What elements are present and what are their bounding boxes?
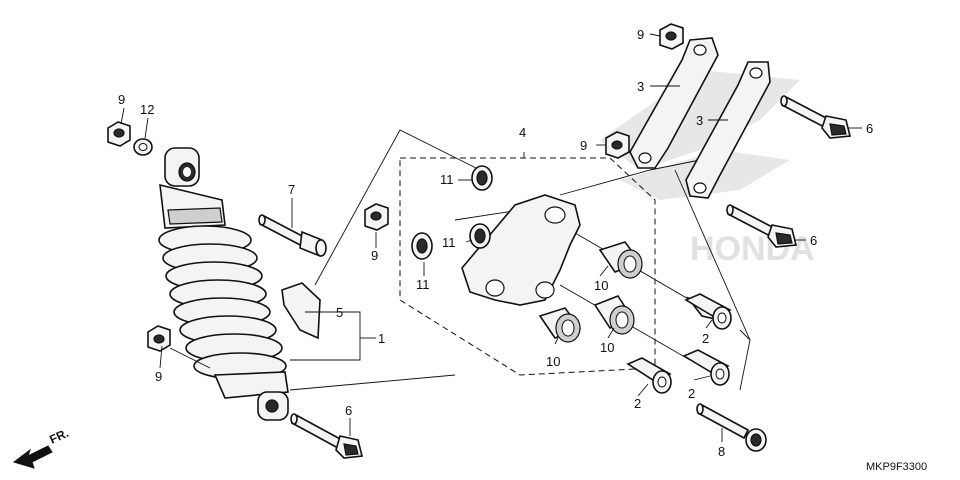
tie-rod-3-front [629,37,719,169]
nut-9-top-left [107,121,131,147]
linkage-assembly-outline [399,157,656,376]
needle-bearing-10-b [593,295,635,335]
nut-9-lower-left [147,325,171,352]
collar-2-b [682,349,730,386]
collar-2-c [626,357,672,394]
dust-seal-11-b [469,223,491,249]
rear-shock-absorber [158,147,289,421]
callout-4: 4 [519,125,526,140]
callout-1: 1 [378,331,385,346]
callout-11: 11 [416,277,430,292]
dust-seal-11-c [411,232,433,260]
collar-2-a [684,293,732,330]
callout-12: 12 [140,102,154,117]
callout-11: 11 [442,235,456,250]
nut-9-top [659,23,684,50]
nut-9-near-rod [605,131,630,159]
callout-6: 6 [866,121,873,136]
bolt-6-middle [726,204,798,248]
washer-12 [133,138,153,156]
callout-6: 6 [810,233,817,248]
callout-7: 7 [288,182,295,197]
callout-11: 11 [440,172,454,187]
nut-9-middle [364,203,389,231]
callout-9: 9 [155,369,162,384]
shock-spring [158,225,287,380]
bolt-8 [696,403,767,452]
drawing-code: MKP9F3300 [866,461,927,473]
bolt-6-upper [780,95,852,139]
callout-8: 8 [718,444,725,459]
callout-9: 9 [637,27,644,42]
callout-3: 3 [637,79,644,94]
shock-label-decal [281,282,321,340]
front-direction-indicator: FR. [12,426,71,469]
watermark-text: HONDA [690,230,815,268]
needle-bearing-10-a [598,241,643,279]
tie-rod-3-rear [685,61,771,199]
callout-2: 2 [688,386,695,401]
callout-5: 5 [336,305,343,320]
callout-6: 6 [345,403,352,418]
bolt-6-lower [290,413,363,459]
bolt-7 [258,214,327,258]
callout-10: 10 [594,278,608,293]
callout-9: 9 [118,92,125,107]
dust-seal-11-a [471,165,493,191]
callout-labels: 9 12 7 9 5 1 9 6 4 11 11 11 10 10 10 9 3… [118,27,873,459]
shock-linkage [461,194,581,306]
callout-10: 10 [546,354,560,369]
callout-2: 2 [702,331,709,346]
callout-3: 3 [696,113,703,128]
needle-bearing-10-c [538,307,582,343]
callout-2: 2 [634,396,641,411]
callout-9: 9 [371,248,378,263]
fr-label: FR. [47,426,70,447]
callout-10: 10 [600,340,614,355]
callout-9: 9 [580,138,587,153]
